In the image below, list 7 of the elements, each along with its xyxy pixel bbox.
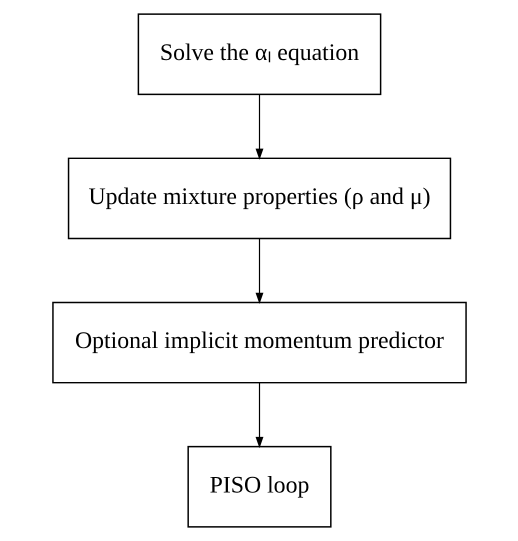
arrow: [255, 238, 263, 304]
arrow: [255, 383, 263, 448]
node-box: Solve the αₗ equation: [137, 13, 381, 96]
node-box: Optional implicit momentum predictor: [52, 302, 466, 384]
arrow: [255, 94, 263, 160]
node-box: PISO loop: [186, 446, 332, 528]
node-box: Update mixture properties (ρ and μ): [67, 158, 451, 240]
